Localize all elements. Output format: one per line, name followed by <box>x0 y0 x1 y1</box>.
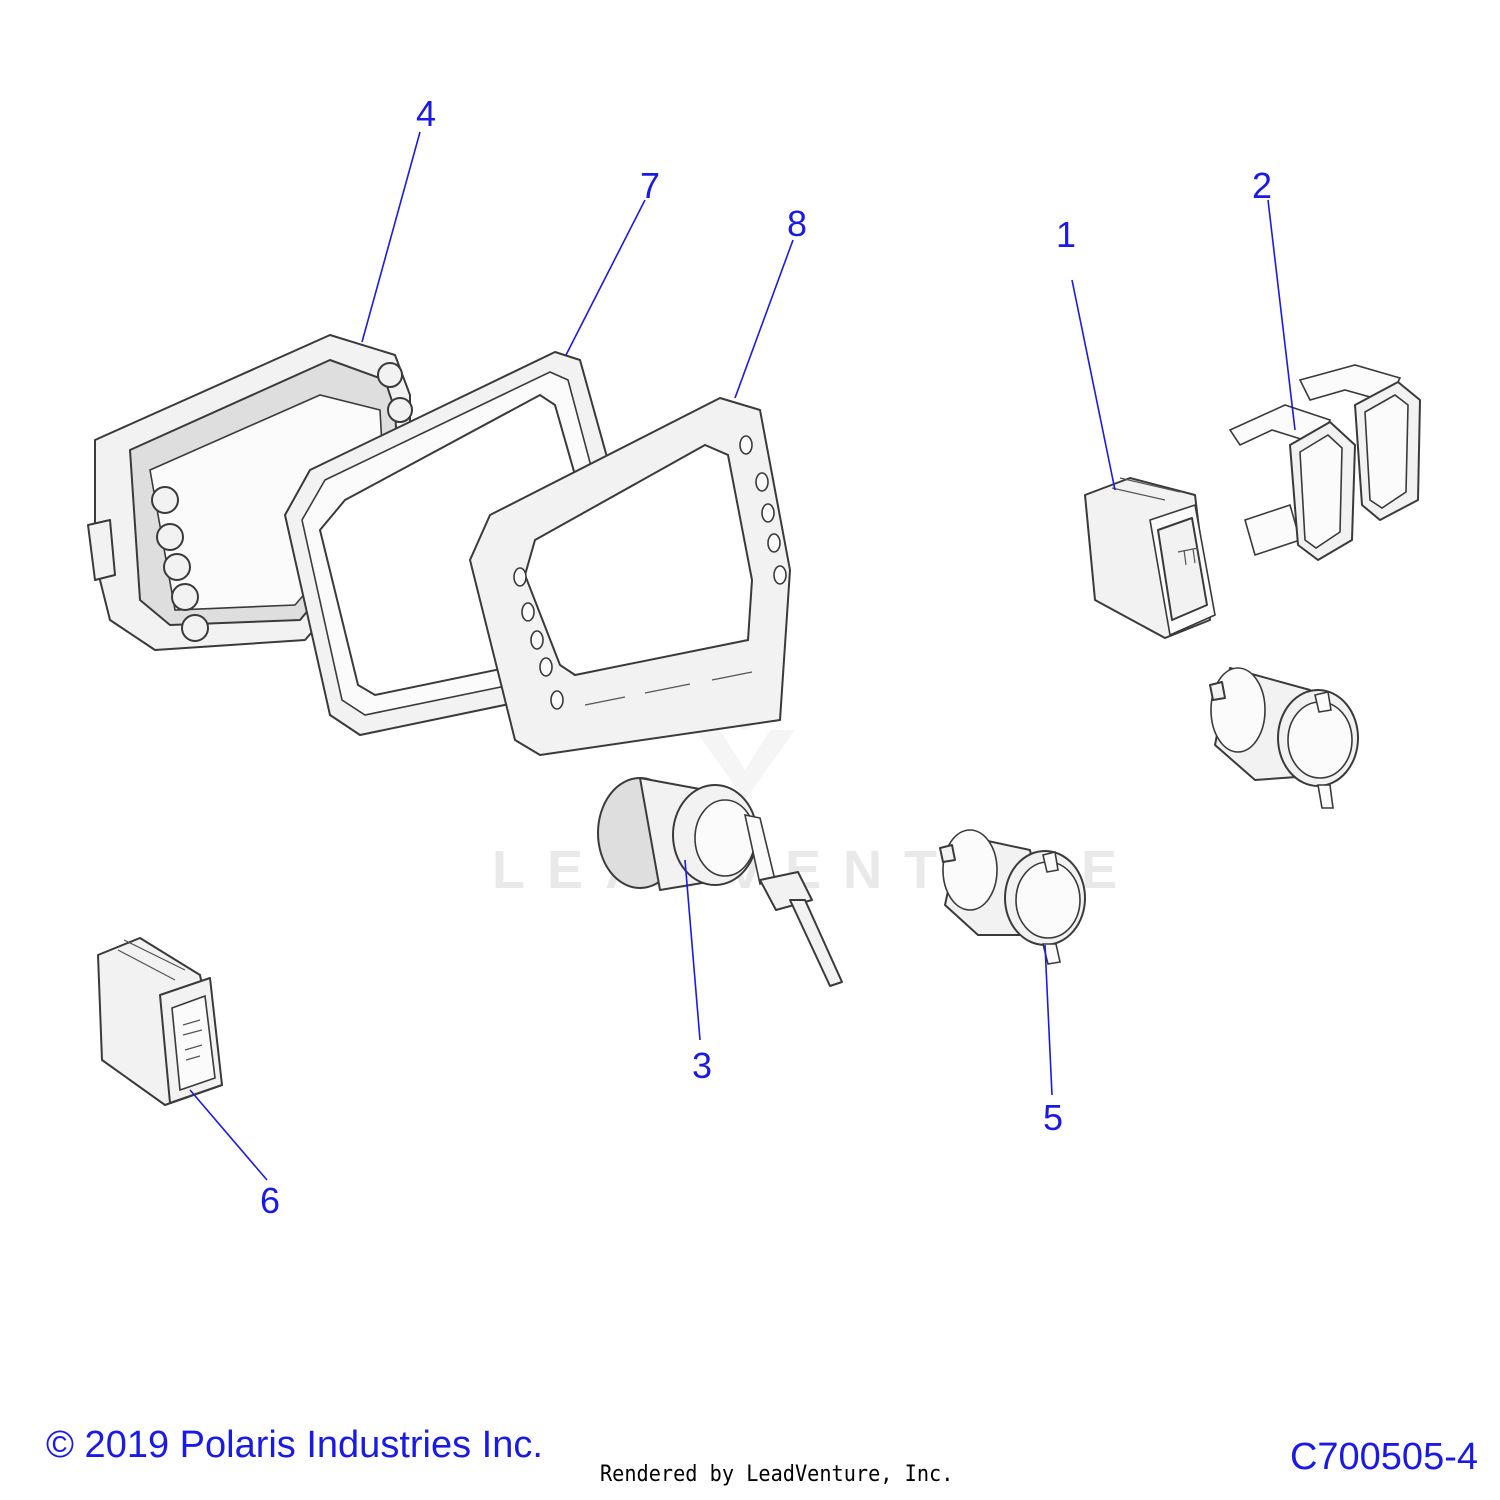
leader-7 <box>565 199 646 356</box>
key-icon <box>759 871 843 987</box>
leader-8 <box>734 239 794 399</box>
bezel-holes <box>513 435 787 710</box>
leader-lines <box>189 131 1296 1181</box>
part-dash-bezel[interactable] <box>469 397 791 756</box>
callout-3: 3 <box>692 1045 712 1086</box>
leader-1 <box>1071 279 1116 491</box>
headlight-icon <box>182 1019 203 1061</box>
diagram-code: C700505-4 <box>1289 1436 1478 1478</box>
part-horn-switch[interactable] <box>1084 477 1216 639</box>
leader-2 <box>1267 199 1296 431</box>
callout-5: 5 <box>1043 1097 1063 1138</box>
leader-4 <box>361 131 421 343</box>
leader-3 <box>684 859 701 1041</box>
leader-6 <box>189 1089 268 1181</box>
horn-icon <box>1177 547 1199 566</box>
leader-5 <box>1044 944 1053 1096</box>
part-power-outlet[interactable] <box>939 829 1086 965</box>
callouts: 4 7 8 1 2 3 5 6 <box>260 93 1272 1221</box>
copyright-text: © 2019 Polaris Industries Inc. <box>46 1424 543 1466</box>
callout-8: 8 <box>787 203 807 244</box>
part-instrument-cluster[interactable] <box>87 334 438 651</box>
callout-4: 4 <box>416 93 436 134</box>
part-ignition-switch[interactable] <box>597 777 843 987</box>
callout-6: 6 <box>260 1180 280 1221</box>
part-power-outlet-secondary <box>1209 667 1359 809</box>
part-rocker-switch-pair[interactable] <box>1228 364 1421 561</box>
callout-2: 2 <box>1252 165 1272 206</box>
callout-1: 1 <box>1056 214 1076 255</box>
part-light-switch[interactable] <box>97 937 223 1106</box>
callout-7: 7 <box>640 165 660 206</box>
rendered-by-text: Rendered by LeadVenture, Inc. <box>600 1462 954 1487</box>
